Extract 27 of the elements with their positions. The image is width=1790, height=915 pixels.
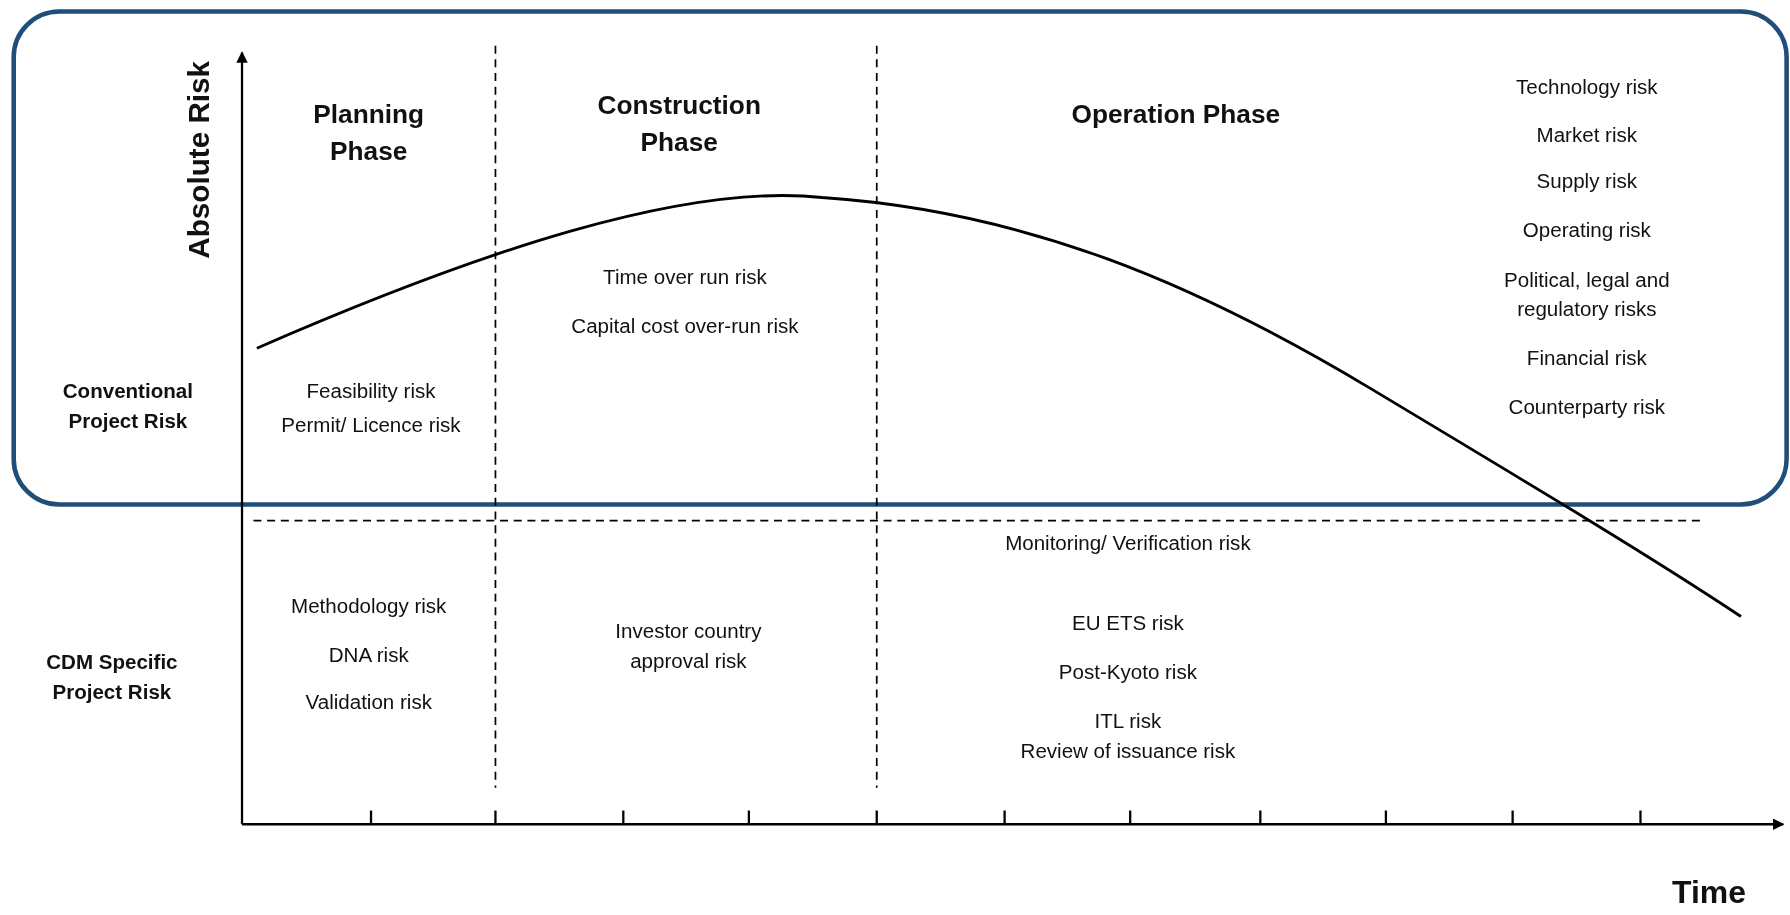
risk-label: Review of issuance risk	[1019, 738, 1237, 765]
risk-label: Time over run risk	[602, 265, 768, 291]
phase-heading: Operation Phase	[1070, 98, 1282, 131]
risk-label: Supply risk	[1535, 169, 1639, 195]
risk-label: Post-Kyoto risk	[1057, 660, 1198, 686]
risk-label: Investor country approval risk	[614, 618, 763, 675]
risk-label: Technology risk	[1515, 74, 1659, 101]
risk-label: Capital cost over-run risk	[570, 314, 800, 340]
risk-label: Market risk	[1535, 122, 1639, 149]
row-label: CDM Specific Project Risk	[45, 649, 179, 706]
risk-label: Validation risk	[304, 689, 433, 716]
phase-heading: Planning Phase	[312, 98, 426, 168]
risk-label: Monitoring/ Verification risk	[1004, 531, 1252, 557]
risk-label: DNA risk	[327, 642, 410, 669]
risk-label: Political, legal and regulatory risks	[1503, 267, 1671, 323]
row-label: Conventional Project Risk	[61, 379, 194, 435]
axis-title: Absolute Risk	[180, 60, 217, 259]
risk-label: ITL risk	[1093, 709, 1163, 735]
risk-label: Financial risk	[1525, 346, 1648, 372]
risk-label: Counterparty risk	[1507, 395, 1667, 421]
risk-label: Operating risk	[1521, 218, 1652, 244]
phase-heading: Construction Phase	[596, 89, 762, 159]
risk-label: Feasibility risk	[305, 379, 437, 405]
axis-title: Time	[1670, 873, 1747, 912]
risk-label: EU ETS risk	[1070, 610, 1185, 637]
risk-label: Methodology risk	[290, 593, 448, 620]
risk-label: Permit/ Licence risk	[280, 412, 462, 439]
